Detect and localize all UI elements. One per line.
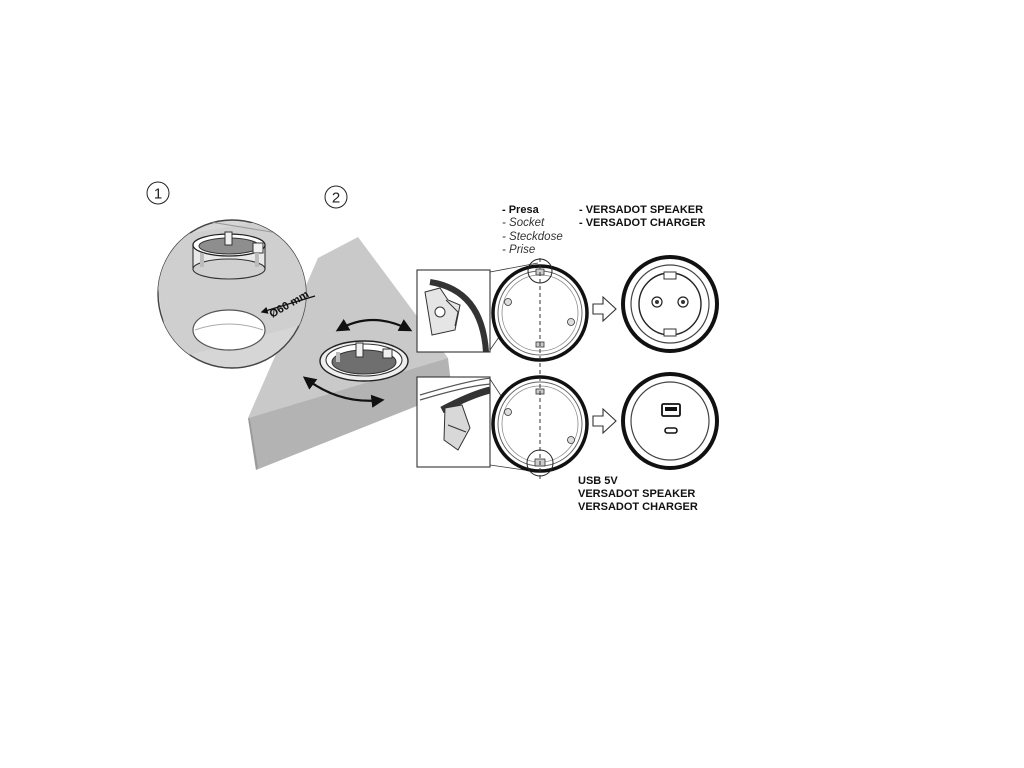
rotate-arrow-top (335, 318, 413, 332)
step-2-marker: 2 (324, 185, 348, 209)
result-arrow-top (592, 295, 617, 323)
label-presa: - Presa (502, 204, 540, 216)
step-1-number: 1 (154, 186, 162, 203)
top-product-labels: - VERSADOT SPEAKER - VERSADOT CHARGER (579, 204, 706, 229)
socket-labels: - Presa - Socket - Steckdose - Prise (502, 204, 563, 256)
desk-hole (192, 309, 266, 351)
dimension-arrow (260, 295, 316, 314)
rotate-arrow-bottom (302, 376, 385, 408)
result-arrow-bottom (592, 407, 617, 435)
step-1-detail-circle: Ø60 mm (157, 219, 316, 369)
usb-c-port (664, 427, 678, 434)
label-top-speaker: - VERSADOT SPEAKER (579, 204, 703, 216)
bottom-product-labels: USB 5V VERSADOT SPEAKER VERSADOT CHARGER (578, 475, 698, 513)
socket-product (621, 255, 719, 353)
label-steckdose: - Steckdose (502, 231, 563, 243)
label-socket: - Socket (502, 217, 545, 229)
label-bottom-speaker: VERSADOT SPEAKER (578, 488, 695, 500)
step-2-number: 2 (332, 190, 340, 207)
step-1-marker: 1 (146, 181, 170, 205)
label-usb-5v: USB 5V (578, 475, 618, 487)
label-top-charger: - VERSADOT CHARGER (579, 217, 706, 229)
label-prise: - Prise (502, 244, 535, 256)
mounting-ring (192, 231, 266, 280)
installed-ring (319, 340, 409, 382)
usb-charger-product (621, 372, 719, 470)
label-bottom-charger: VERSADOT CHARGER (578, 501, 698, 513)
zoom-detail-bottom (416, 376, 541, 473)
